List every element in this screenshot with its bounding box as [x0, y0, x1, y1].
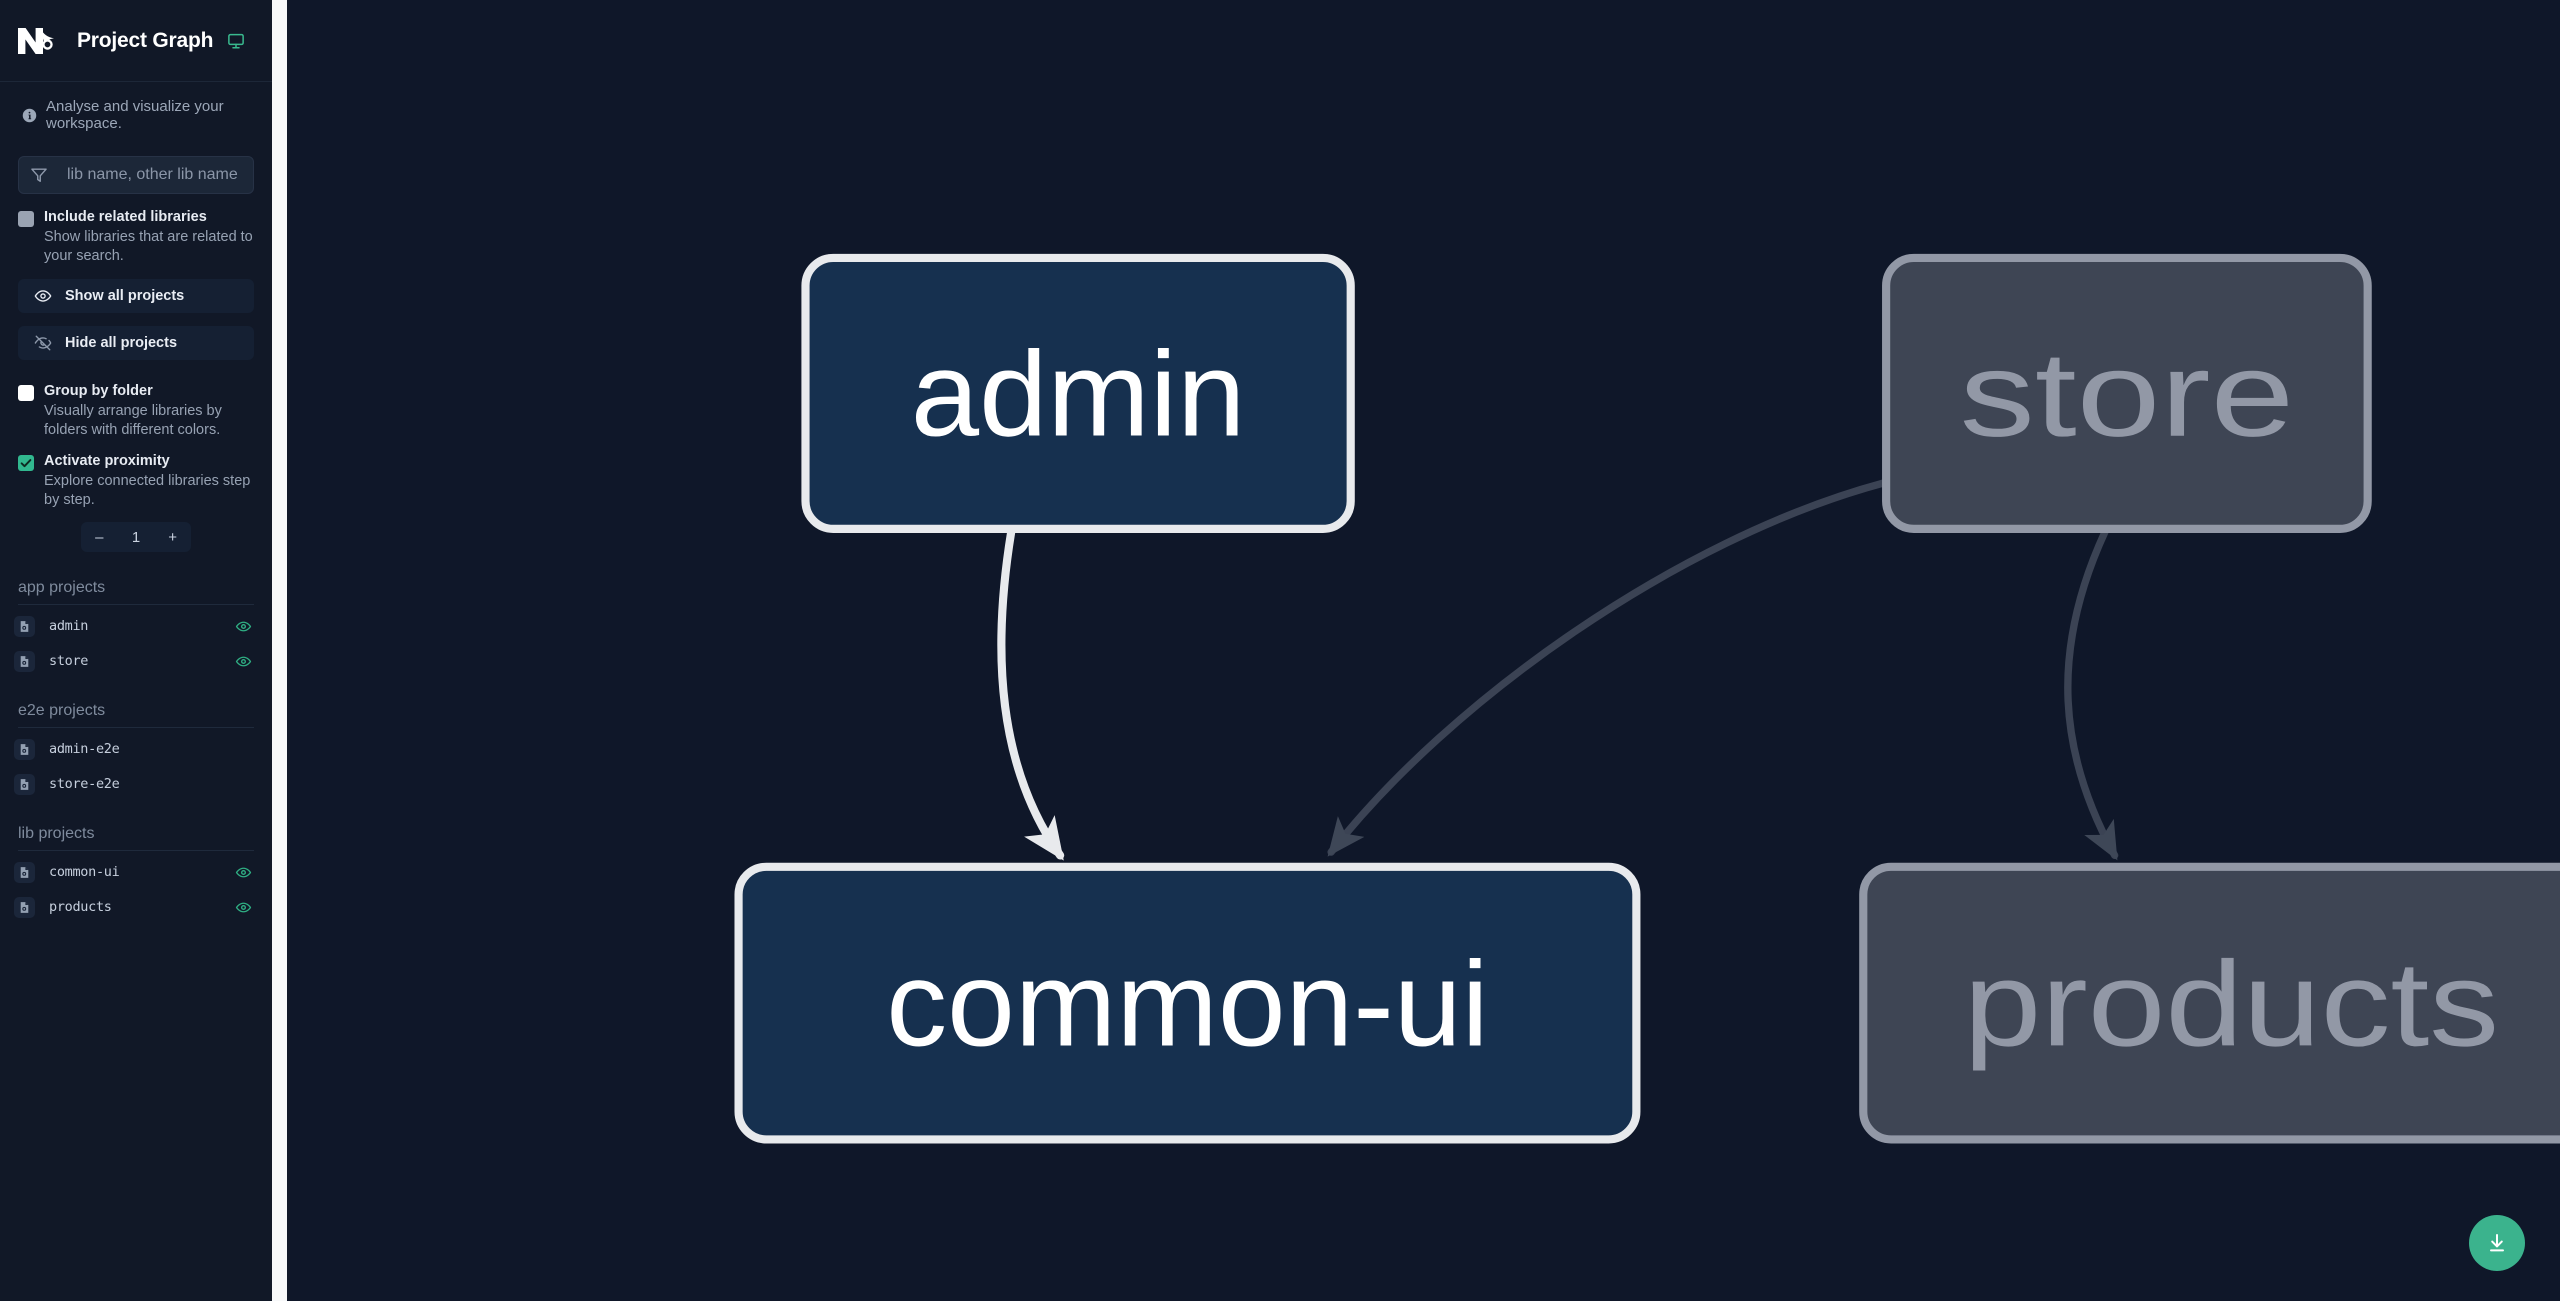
graph-node-products[interactable]: products [1859, 862, 2560, 1144]
group-by-folder-checkbox[interactable] [18, 385, 34, 401]
node-label: store [1960, 327, 2295, 462]
file-icon [20, 778, 29, 790]
tagline-text: Analyse and visualize your workspace. [46, 98, 224, 132]
node-label: products [1964, 936, 2499, 1071]
file-icon [14, 650, 35, 672]
proximity-decrement-button[interactable]: – [95, 528, 104, 546]
node-label: common-ui [886, 936, 1488, 1071]
option-label: Include related libraries [44, 209, 207, 225]
check-icon [20, 459, 32, 468]
option-include-related-libraries[interactable]: Include related libraries Show libraries… [0, 194, 272, 266]
tagline: Analyse and visualize your workspace. [0, 82, 272, 132]
option-activate-proximity[interactable]: Activate proximity Explore connected lib… [0, 440, 272, 510]
toggle-visibility-icon[interactable] [235, 653, 252, 670]
monitor-icon[interactable] [227, 32, 245, 50]
option-description: Show libraries that are related to your … [44, 229, 253, 264]
option-group-by-folder[interactable]: Group by folder Visually arrange librari… [0, 360, 272, 440]
graph-node-common-ui[interactable]: common-ui [734, 862, 1641, 1144]
graph-edge-store-to-products[interactable] [2064, 528, 2119, 861]
option-label: Activate proximity [44, 453, 170, 469]
eye-icon[interactable] [235, 864, 252, 881]
project-name: admin [49, 618, 89, 634]
option-label: Group by folder [44, 383, 153, 399]
project-name: common-ui [49, 864, 120, 880]
file-icon [14, 773, 35, 795]
project-list-item-store[interactable]: store [14, 647, 258, 675]
node-rect [734, 862, 1641, 1144]
download-graph-button[interactable] [2469, 1215, 2525, 1271]
sidebar-resize-handle[interactable] [272, 0, 287, 1301]
search-input[interactable] [59, 157, 272, 193]
show-all-projects-label: Show all projects [65, 288, 185, 304]
graph-nodes: admin store common-ui products [734, 253, 2560, 1144]
file-icon [20, 620, 29, 632]
node-rect [1882, 253, 2372, 533]
project-groups: app projects admin store e2e projects ad… [0, 579, 272, 921]
project-group-title: app projects [18, 579, 254, 605]
node-rect [1859, 862, 2560, 1144]
graph-svg: admin store common-ui products [734, 253, 2560, 1144]
toggle-visibility-icon[interactable] [235, 864, 252, 881]
file-icon [20, 866, 29, 878]
project-graph-canvas[interactable]: admin store common-ui products [272, 0, 2560, 1301]
project-group-title: lib projects [18, 825, 254, 851]
option-description: Visually arrange libraries by folders wi… [44, 403, 222, 438]
project-name: admin-e2e [49, 741, 120, 757]
nx-logo-icon [16, 24, 60, 58]
filter-funnel-icon [29, 165, 49, 185]
project-group-title: e2e projects [18, 702, 254, 728]
file-icon [20, 743, 29, 755]
project-list-item-common-ui[interactable]: common-ui [14, 858, 258, 886]
hide-all-projects-label: Hide all projects [65, 335, 178, 351]
graph-edges [997, 479, 2119, 861]
file-icon [14, 861, 35, 883]
graph-node-admin[interactable]: admin [801, 253, 1355, 533]
search-box[interactable] [18, 156, 272, 194]
sidebar: Project Graph Analyse and visualize your… [0, 0, 272, 1301]
eye-icon[interactable] [235, 653, 252, 670]
node-label: admin [911, 327, 1246, 462]
file-icon [20, 655, 29, 667]
option-description: Explore connected libraries step by step… [44, 473, 251, 508]
page-title: Project Graph [77, 28, 214, 52]
graph-node-store[interactable]: store [1882, 253, 2372, 533]
project-list-item-store-e2e[interactable]: store-e2e [14, 770, 258, 798]
hide-all-projects-button[interactable]: Hide all projects [18, 326, 254, 360]
eye-icon[interactable] [235, 899, 252, 916]
toggle-visibility-icon[interactable] [235, 899, 252, 916]
eye-off-icon [34, 335, 52, 351]
project-name: products [49, 899, 112, 915]
proximity-stepper[interactable]: – 1 + [81, 522, 191, 552]
project-list-item-products[interactable]: products [14, 893, 258, 921]
file-icon [20, 901, 29, 913]
file-icon [14, 896, 35, 918]
node-rect [801, 253, 1355, 533]
file-icon [14, 615, 35, 637]
include-related-libraries-checkbox[interactable] [18, 211, 34, 227]
show-all-projects-button[interactable]: Show all projects [18, 279, 254, 313]
download-icon [2490, 1234, 2504, 1252]
project-list-item-admin[interactable]: admin [14, 612, 258, 640]
graph-edge-admin-to-common-ui[interactable] [997, 528, 1065, 861]
project-name: store-e2e [49, 776, 120, 792]
toggle-visibility-icon[interactable] [235, 618, 252, 635]
info-circle-icon [22, 108, 37, 123]
activate-proximity-checkbox[interactable] [18, 455, 34, 471]
file-icon [14, 738, 35, 760]
project-name: store [49, 653, 89, 669]
eye-icon[interactable] [235, 618, 252, 635]
eye-icon [34, 290, 52, 302]
proximity-increment-button[interactable]: + [168, 528, 178, 546]
project-list-item-admin-e2e[interactable]: admin-e2e [14, 735, 258, 763]
proximity-value: 1 [131, 528, 141, 546]
sidebar-header: Project Graph [0, 0, 272, 82]
graph-edge-store-to-common-ui[interactable] [1327, 479, 1887, 857]
